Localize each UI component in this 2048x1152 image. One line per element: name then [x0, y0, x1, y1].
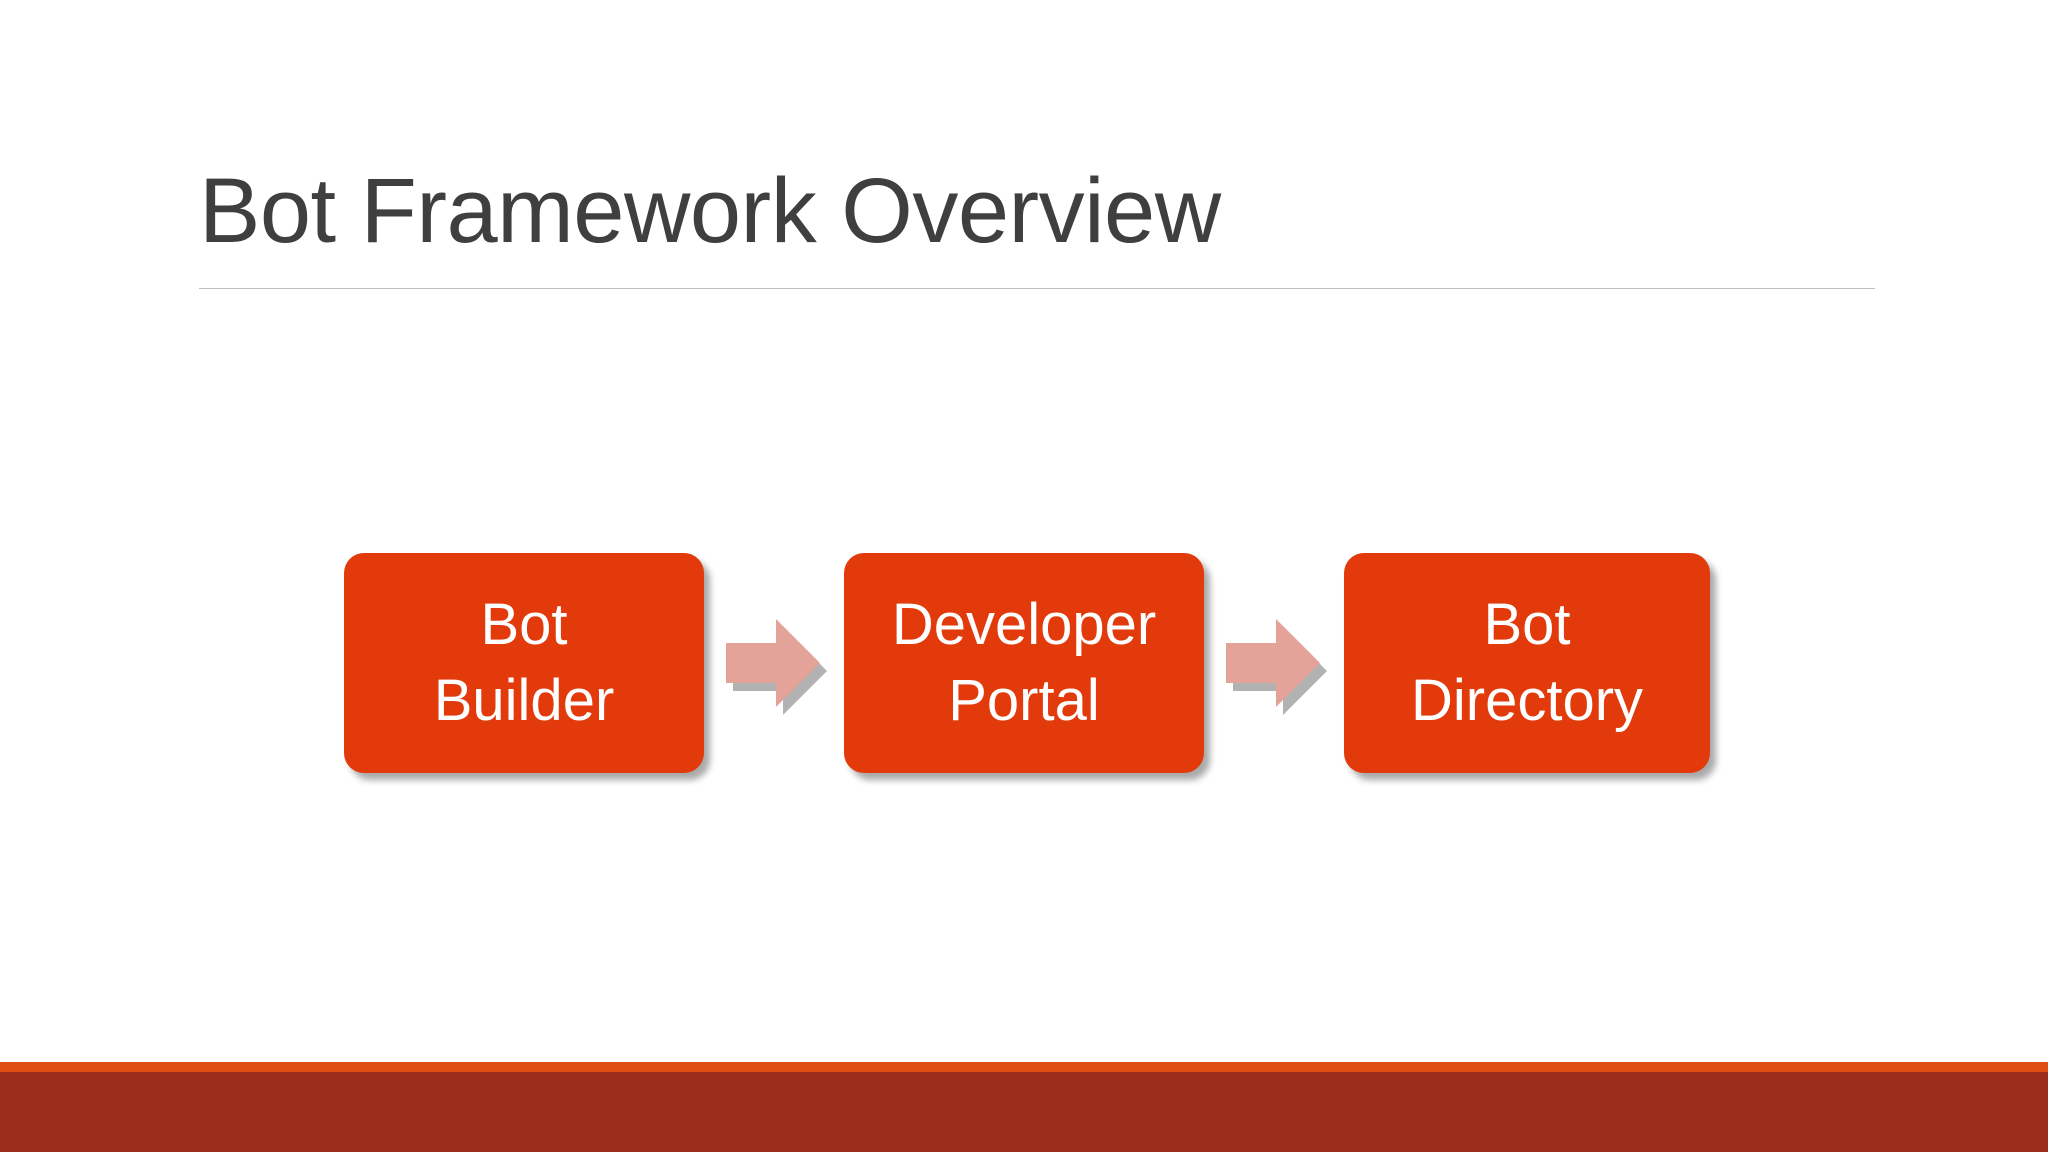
- flow-step-label: Bot Directory: [1410, 592, 1644, 733]
- flow-step-label: Developer Portal: [891, 592, 1157, 733]
- process-flow-diagram: Bot Builder Developer Portal Bot Directo…: [344, 553, 1710, 773]
- footer-band: [0, 1072, 2048, 1152]
- footer-accent-stripe: [0, 1062, 2048, 1072]
- arrow-right-icon: [1224, 615, 1327, 715]
- arrow-right-icon: [724, 615, 827, 715]
- title-block: Bot Framework Overview: [199, 152, 1875, 300]
- page-title: Bot Framework Overview: [199, 160, 1221, 262]
- flow-step-developer-portal[interactable]: Developer Portal: [844, 553, 1204, 773]
- flow-step-bot-directory[interactable]: Bot Directory: [1344, 553, 1710, 773]
- title-divider: [199, 288, 1875, 289]
- flow-step-bot-builder[interactable]: Bot Builder: [344, 553, 704, 773]
- flow-step-label: Bot Builder: [433, 592, 615, 733]
